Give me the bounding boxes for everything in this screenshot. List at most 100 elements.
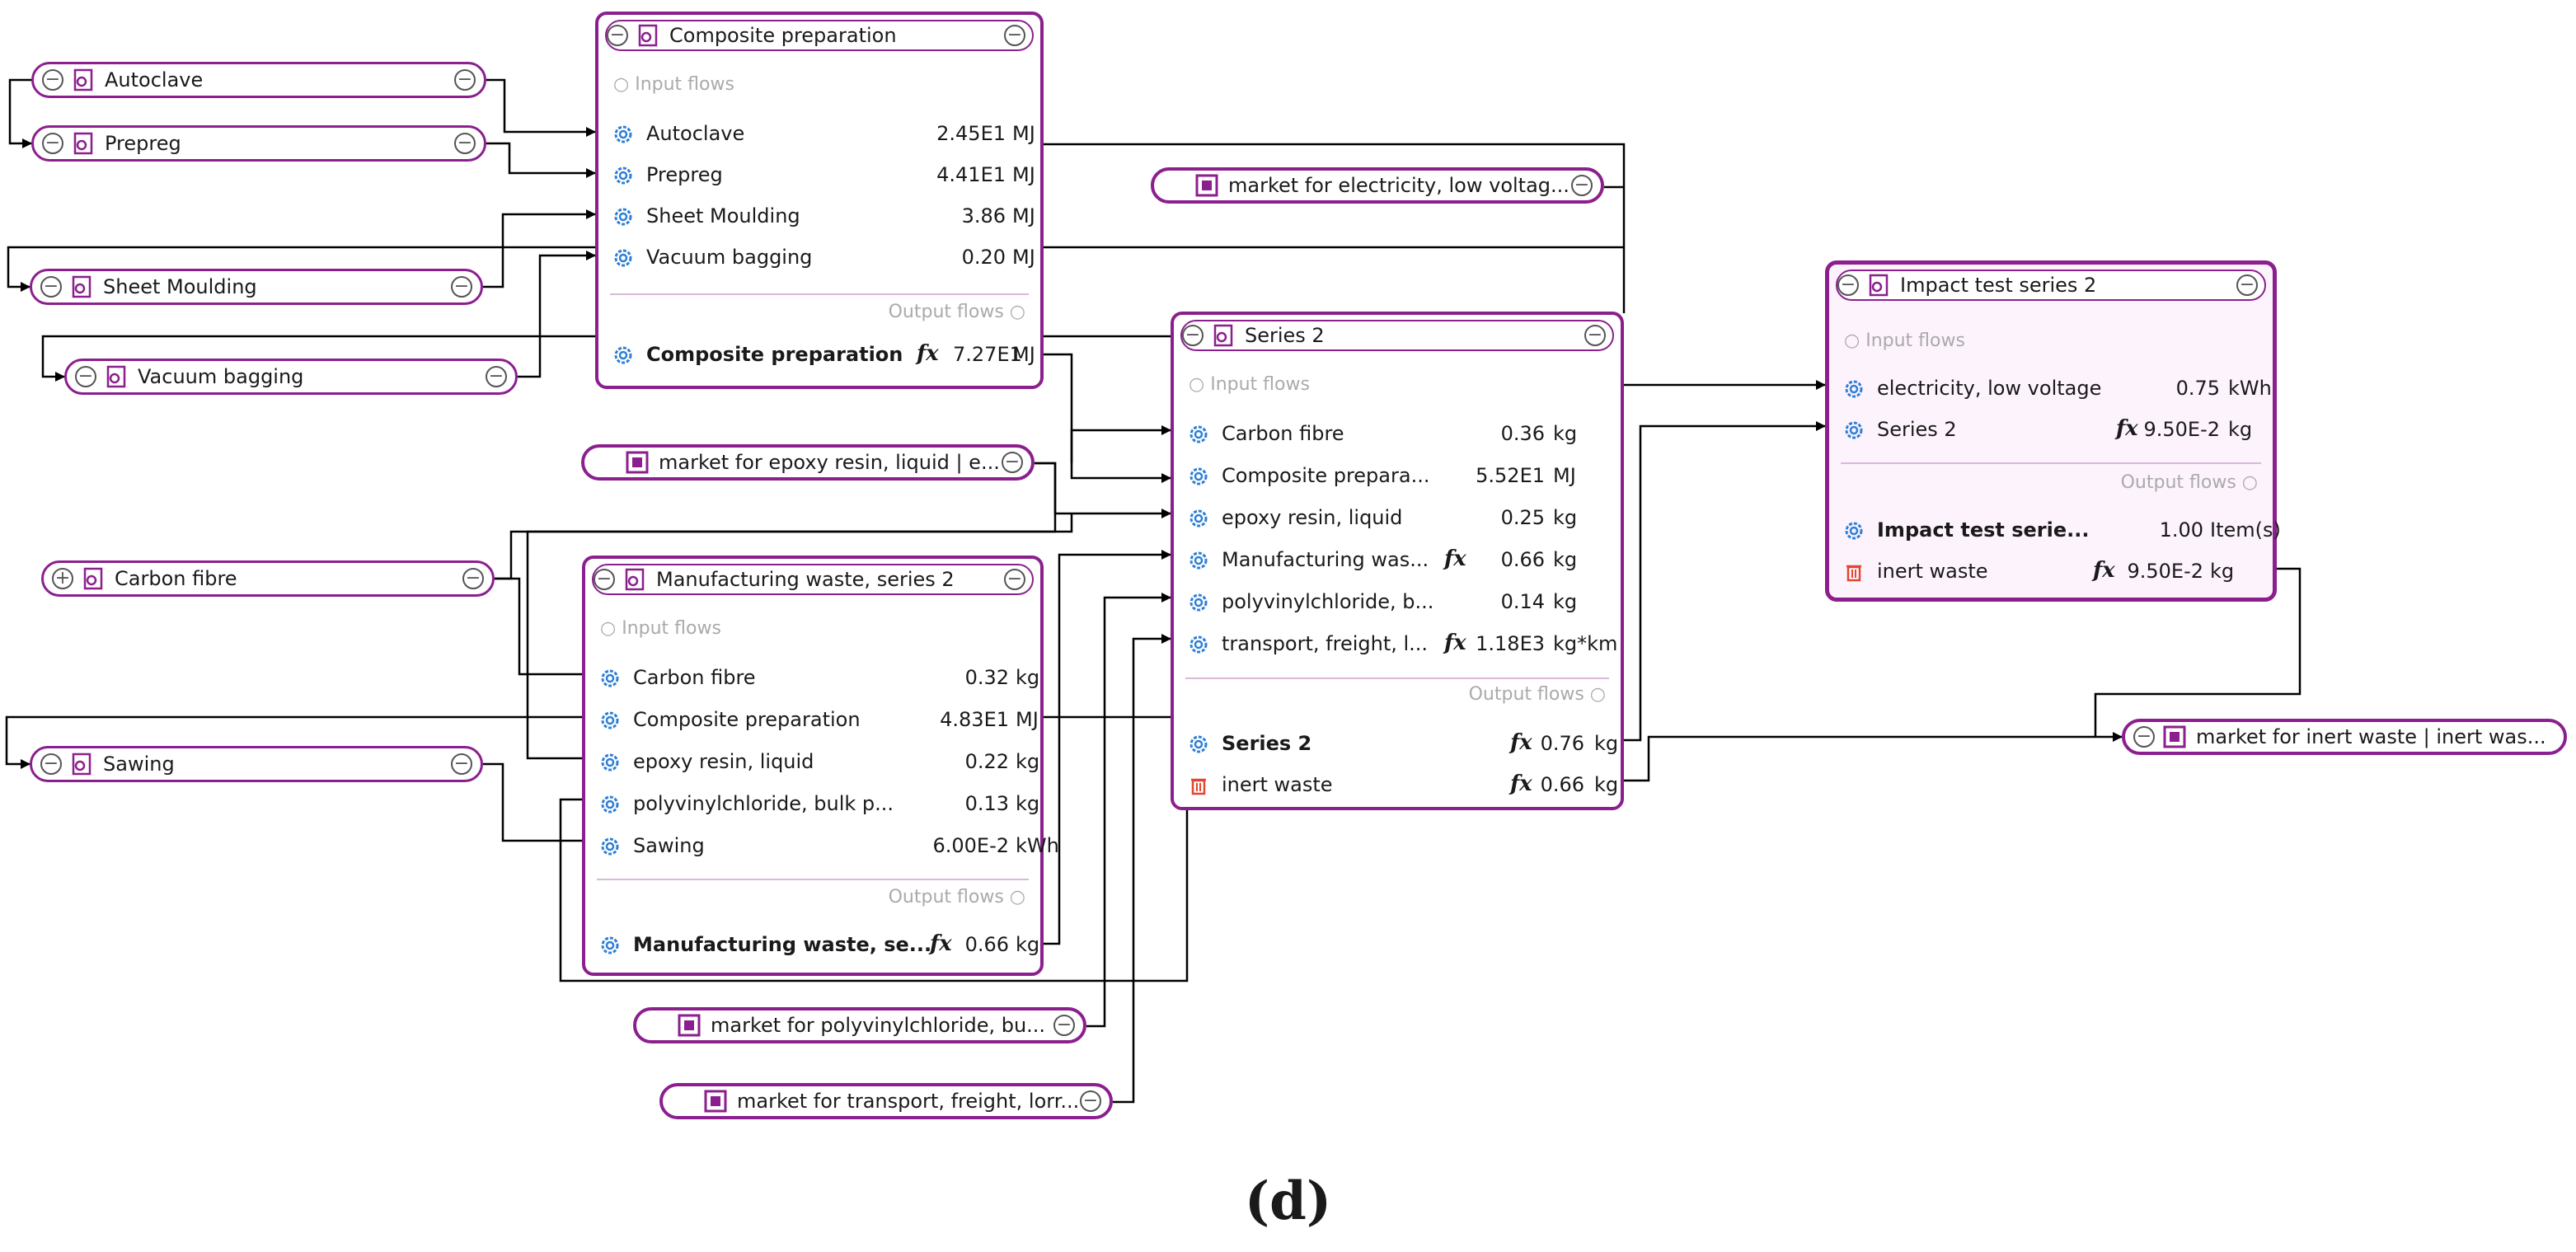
node-market-electricity[interactable]: market for electricity, low voltag... − [1151,167,1604,204]
node-label: market for epoxy resin, liquid | e... [659,451,1000,474]
collapse-icon[interactable]: − [75,366,96,387]
gear-icon [601,837,619,856]
collapse-icon[interactable]: − [42,69,63,91]
flow-name: polyvinylchloride, b... [1222,590,1434,613]
market-icon [678,1014,701,1037]
formula-icon: fx [1444,631,1466,655]
node-market-epoxy[interactable]: market for epoxy resin, liquid | e... − [581,444,1035,481]
gear-icon [614,249,632,267]
node-market-inert-waste[interactable]: − market for inert waste | inert was... [2122,719,2567,755]
collapse-icon[interactable]: − [1080,1090,1101,1112]
flow-name: inert waste [1877,560,1988,583]
divider [1185,678,1609,679]
node-prepreg[interactable]: − Prepreg − [31,125,486,162]
flow-name: Series 2 [1222,732,1312,755]
gear-icon [614,166,632,185]
card-impact-test-series-2[interactable]: − Impact test series 2 − ○ Input flows e… [1825,260,2281,602]
collapse-icon[interactable]: − [2236,274,2258,296]
input-flows-label: ○ Input flows [613,74,734,95]
collapse-icon[interactable]: − [2133,726,2155,748]
flow-value: 0.66 [1500,548,1545,571]
collapse-icon[interactable]: − [42,133,63,154]
node-autoclave[interactable]: − Autoclave − [31,62,486,98]
collapse-icon[interactable]: − [454,69,476,91]
card-header[interactable]: − Series 2 − [1180,320,1614,351]
process-icon [83,567,103,590]
collapse-icon[interactable]: − [462,568,484,589]
output-flow-row[interactable]: Composite preparation fx 7.27E1 MJ [613,341,1035,369]
wire-impact-inert [2094,567,2302,737]
waste-icon [1191,778,1206,795]
output-flow-row[interactable]: Manufacturing waste, se... fx 0.66 kg [600,931,1039,959]
card-title: Series 2 [1245,324,1325,347]
collapse-icon[interactable]: − [454,133,476,154]
node-label: market for transport, freight, lorr... [737,1090,1080,1113]
node-market-transport[interactable]: market for transport, freight, lorr... − [659,1083,1113,1119]
collapse-icon[interactable]: − [1182,325,1204,346]
collapse-icon[interactable]: − [1004,569,1025,590]
node-market-pvc[interactable]: market for polyvinylchloride, bu... − [633,1007,1086,1043]
node-vacuum-bagging[interactable]: − Vacuum bagging − [64,359,518,395]
expand-icon[interactable]: + [52,568,73,589]
gear-icon [601,795,619,814]
card-composite-preparation[interactable]: − Composite preparation − ○ Input flows … [595,12,1044,389]
card-header[interactable]: − Composite preparation − [605,20,1034,51]
card-manufacturing-waste[interactable]: − Manufacturing waste, series 2 − ○ Inpu… [582,556,1059,976]
collapse-icon[interactable]: − [451,276,472,298]
collapse-icon[interactable]: − [1053,1015,1075,1036]
gear-icon [1189,735,1208,753]
process-icon [73,132,93,155]
flow-name: Impact test serie... [1877,518,2090,542]
collapse-icon[interactable]: − [594,569,615,590]
collapse-icon[interactable]: − [1002,452,1023,473]
gear-icon [1189,593,1208,612]
node-sawing[interactable]: − Sawing − [30,746,483,782]
market-icon [2163,725,2186,748]
wire-vacuum [518,251,596,378]
collapse-icon[interactable]: − [1571,175,1593,196]
wire-pvc [1086,593,1171,1028]
collapse-icon[interactable]: − [1584,325,1606,346]
card-header[interactable]: − Impact test series 2 − [1836,270,2266,301]
flow-unit: MJ [1012,204,1035,227]
gear-icon [614,346,632,364]
node-label: market for polyvinylchloride, bu... [711,1014,1046,1037]
collapse-icon[interactable]: − [451,753,472,775]
node-carbon-fibre[interactable]: + Carbon fibre − [41,560,495,597]
collapse-icon[interactable]: − [40,753,62,775]
collapse-icon[interactable]: − [486,366,507,387]
collapse-icon[interactable]: − [1837,274,1859,296]
gear-icon [601,669,619,687]
node-sheet-moulding[interactable]: − Sheet Moulding − [30,269,483,305]
card-header[interactable]: − Manufacturing waste, series 2 − [592,564,1034,595]
collapse-icon[interactable]: − [40,276,62,298]
flow-unit: kg [1594,773,1619,796]
divider [610,293,1029,295]
collapse-icon[interactable]: − [1004,25,1025,46]
waste-icon [1846,565,1861,582]
wire-series-out [1624,421,1826,742]
collapse-icon[interactable]: − [607,25,628,46]
